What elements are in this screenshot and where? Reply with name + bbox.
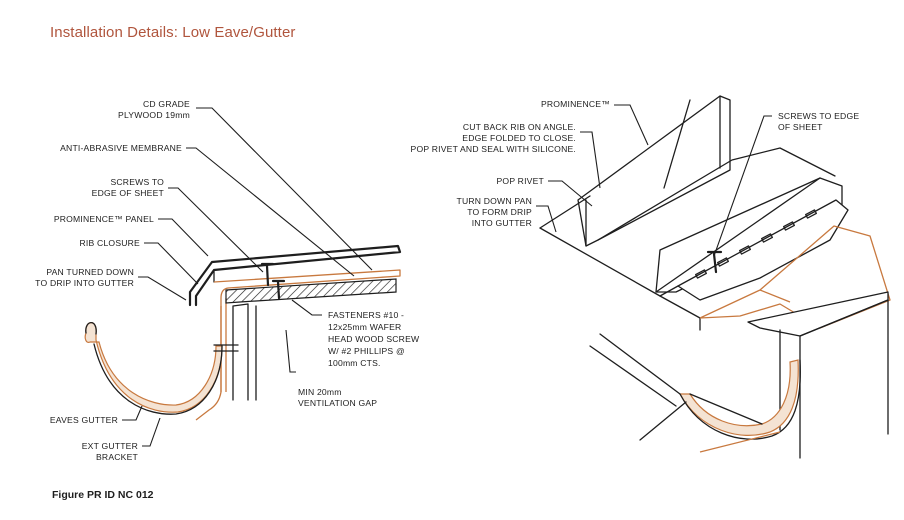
label-fasteners-4: W/ #2 PHILLIPS @ [328,346,405,356]
perforated-strip [677,199,849,301]
edge-screw-icon [706,250,723,274]
label-rib-closure: RIB CLOSURE [80,238,141,248]
label-screws-1: SCREWS TO [110,177,164,187]
label-ventilation-1: MIN 20mm [298,387,342,397]
plywood-board [225,278,397,304]
right-gutter [678,359,799,436]
left-section-detail: CD GRADE PLYWOOD 19mm ANTI-ABRASIVE MEMB… [35,99,420,462]
label-bracket-2: BRACKET [96,452,139,462]
label-fasteners-2: 12x25mm WAFER [328,322,401,332]
fascia-board [232,303,249,401]
label-cut-back-2: EDGE FOLDED TO CLOSE. [462,133,576,143]
screw-icon [260,262,275,287]
label-turn-down-2: TO FORM DRIP [467,207,532,217]
rib-right [655,177,843,293]
label-turn-down-1: TURN DOWN PAN [457,196,532,206]
label-ventilation-2: VENTILATION GAP [298,398,377,408]
label-screws-2: EDGE OF SHEET [92,188,165,198]
label-bracket-1: EXT GUTTER [82,441,138,451]
label-cut-back-1: CUT BACK RIB ON ANGLE. [463,122,576,132]
label-panel: PROMINENCE™ PANEL [54,214,154,224]
rib-left [577,95,731,247]
label-fasteners-3: HEAD WOOD SCREW [328,334,420,344]
eaves-gutter [84,322,223,413]
gutter-bracket [195,306,222,421]
label-membrane: ANTI-ABRASIVE MEMBRANE [60,143,182,153]
pan-surface [597,147,836,241]
label-pan-2: TO DRIP INTO GUTTER [35,278,134,288]
label-screws-edge-2: OF SHEET [778,122,823,132]
label-plywood-2: PLYWOOD 19mm [118,110,190,120]
label-turn-down-3: INTO GUTTER [472,218,532,228]
label-fasteners-1: FASTENERS #10 - [328,310,404,320]
rib-closure-shape [195,269,215,297]
label-cut-back-3: POP RIVET AND SEAL WITH SILICONE. [411,144,576,154]
label-eaves-gutter: EAVES GUTTER [50,415,118,425]
fascia-block [747,291,889,337]
label-fasteners-5: 100mm CTS. [328,358,381,368]
right-membrane [699,225,891,329]
fastener-icon [271,279,286,300]
label-pan-1: PAN TURNED DOWN [46,267,134,277]
label-pop-rivet: POP RIVET [497,176,545,186]
page-title: Installation Details: Low Eave/Gutter [50,24,296,41]
strip-slots [694,209,818,279]
label-screws-edge-1: SCREWS TO EDGE [778,111,859,121]
membrane-line [213,269,401,392]
right-isometric-detail: PROMINENCE™ CUT BACK RIB ON ANGLE. EDGE … [411,95,891,459]
label-plywood-1: CD GRADE [143,99,190,109]
label-prominence: PROMINENCE™ [541,99,610,109]
figure-id: Figure PR ID NC 012 [52,489,154,501]
